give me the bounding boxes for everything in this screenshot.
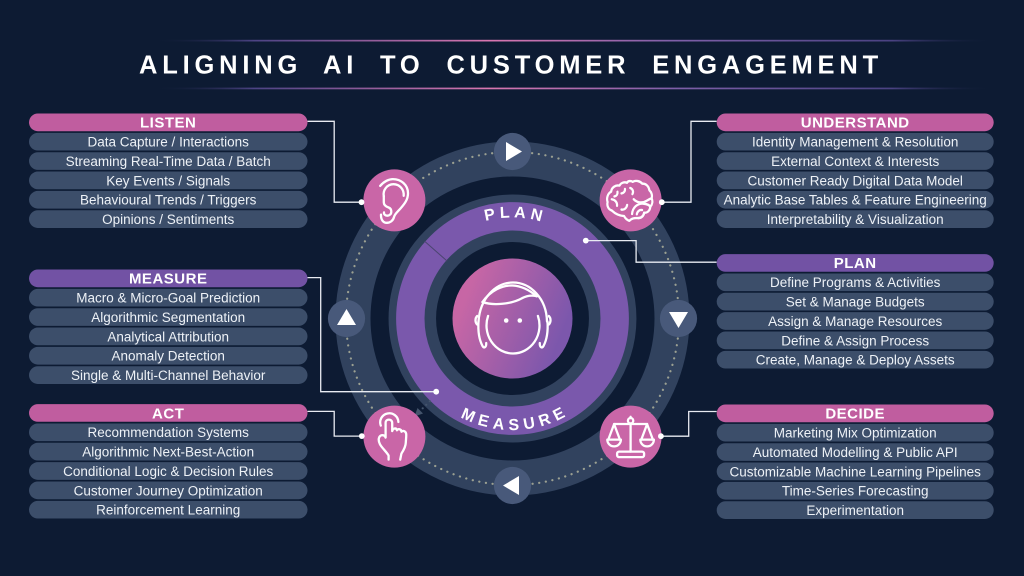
svg-text:UNDERSTAND: UNDERSTAND — [801, 115, 910, 132]
svg-text:PLAN: PLAN — [483, 204, 548, 226]
svg-text:MEASURE: MEASURE — [129, 271, 208, 288]
svg-text:DECIDE: DECIDE — [825, 406, 885, 423]
svg-text:Assign & Manage Resources: Assign & Manage Resources — [768, 314, 942, 329]
svg-text:Behavioural Trends / Triggers: Behavioural Trends / Triggers — [80, 193, 257, 208]
svg-text:Define Programs & Activities: Define Programs & Activities — [770, 275, 941, 290]
svg-text:Marketing Mix Optimization: Marketing Mix Optimization — [774, 426, 937, 441]
svg-text:Interpretability & Visualizati: Interpretability & Visualization — [767, 212, 944, 227]
svg-text:Analytical Attribution: Analytical Attribution — [107, 329, 229, 344]
svg-text:Single & Multi-Channel Behavio: Single & Multi-Channel Behavior — [71, 368, 266, 383]
svg-text:Conditional Logic & Decision R: Conditional Logic & Decision Rules — [63, 464, 273, 479]
svg-text:Anomaly Detection: Anomaly Detection — [112, 349, 225, 364]
svg-text:Customer Journey Optimization: Customer Journey Optimization — [74, 483, 263, 498]
svg-text:Customizable Machine Learning: Customizable Machine Learning Pipelines — [729, 464, 981, 479]
svg-text:Customer Ready Digital Data Mo: Customer Ready Digital Data Model — [748, 173, 963, 188]
svg-text:Set & Manage Budgets: Set & Manage Budgets — [786, 295, 925, 310]
svg-text:Opinions / Sentiments: Opinions / Sentiments — [102, 212, 234, 227]
svg-text:Macro & Micro-Goal Prediction: Macro & Micro-Goal Prediction — [76, 291, 260, 306]
svg-text:Algorithmic Segmentation: Algorithmic Segmentation — [91, 310, 245, 325]
svg-text:Algorithmic Next-Best-Action: Algorithmic Next-Best-Action — [82, 445, 254, 460]
svg-text:LISTEN: LISTEN — [140, 115, 196, 132]
svg-text:Identity Management & Resoluti: Identity Management & Resolution — [752, 135, 958, 150]
svg-text:Key Events / Signals: Key Events / Signals — [106, 173, 230, 188]
svg-text:External Context & Interests: External Context & Interests — [771, 154, 939, 169]
svg-text:Analytic Base Tables & Feature: Analytic Base Tables & Feature Engineeri… — [724, 193, 987, 208]
svg-text:ALIGNING AI TO CUSTOMER ENGAGE: ALIGNING AI TO CUSTOMER ENGAGEMENT — [139, 51, 883, 79]
svg-text:Time-Series Forecasting: Time-Series Forecasting — [782, 484, 929, 499]
svg-text:Streaming Real-Time Data / Bat: Streaming Real-Time Data / Batch — [66, 154, 271, 169]
svg-text:Data Capture / Interactions: Data Capture / Interactions — [88, 135, 250, 150]
svg-text:Automated Modelling & Public A: Automated Modelling & Public API — [753, 445, 958, 460]
svg-text:ACT: ACT — [152, 405, 184, 422]
svg-text:Define & Assign Process: Define & Assign Process — [781, 333, 929, 348]
svg-text:Reinforcement Learning: Reinforcement Learning — [96, 503, 240, 518]
svg-text:Experimentation: Experimentation — [806, 503, 904, 518]
svg-text:PLAN: PLAN — [834, 255, 877, 272]
svg-text:Create, Manage & Deploy Assets: Create, Manage & Deploy Assets — [756, 353, 955, 368]
svg-text:Recommendation Systems: Recommendation Systems — [88, 425, 250, 440]
